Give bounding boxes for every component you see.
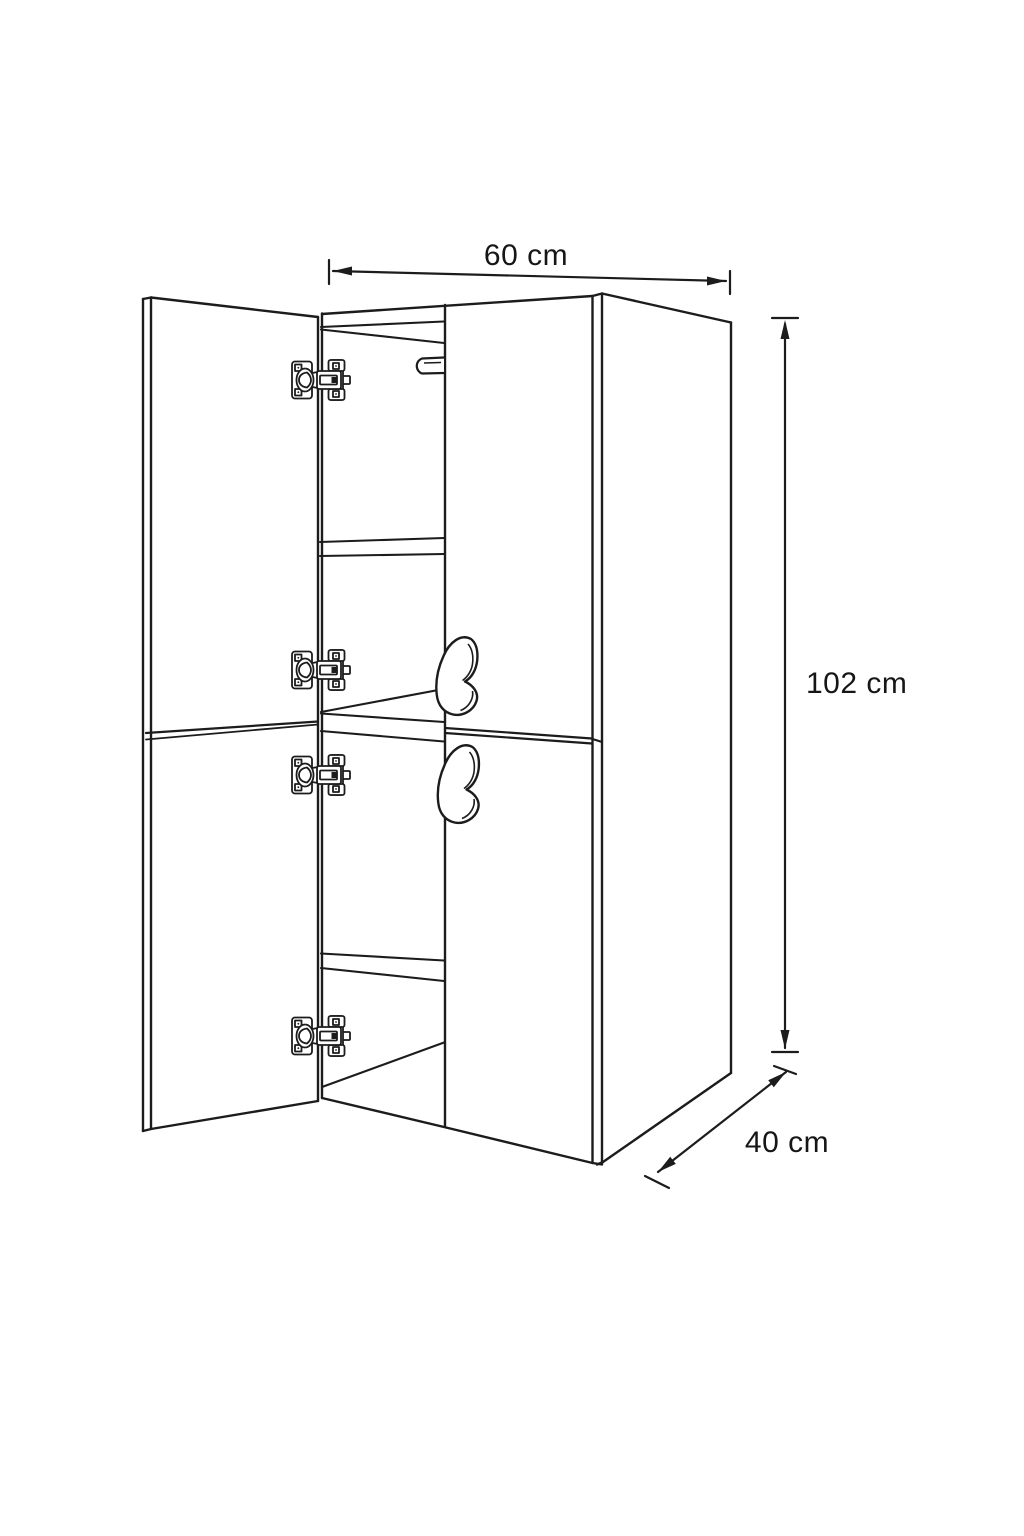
height-dimension xyxy=(770,316,800,1054)
top-panel-inner-edge xyxy=(319,320,446,329)
cabinet-body xyxy=(320,292,733,1166)
arrow-up-right-icon xyxy=(768,1072,786,1088)
depth-dimension xyxy=(643,1064,798,1190)
middle-divider-top-face xyxy=(319,688,443,714)
left-door-divider-top xyxy=(144,720,320,735)
middle-divider-front-top xyxy=(319,712,446,724)
top-panel-front-edge xyxy=(319,328,446,345)
bottom-panel-inner-edge xyxy=(320,1041,446,1089)
upper-shelf-top-edge xyxy=(318,536,446,544)
lower-shelf-top-edge xyxy=(319,952,446,962)
arrow-down-left-icon xyxy=(658,1156,676,1172)
middle-divider-front-bottom xyxy=(319,729,446,743)
arrow-left-icon xyxy=(333,266,352,276)
right-doors-gap xyxy=(443,726,604,745)
arrow-down-icon xyxy=(780,1030,790,1049)
left-door-bottom-edge xyxy=(141,1099,320,1133)
cabinet-interior xyxy=(318,303,447,1129)
arrow-right-icon xyxy=(707,276,726,286)
depth-dimension-label: 40 cm xyxy=(745,1126,829,1159)
cabinet-top-edge xyxy=(320,292,733,324)
cabinet-bottom-front-edge xyxy=(320,1096,604,1166)
height-dimension-label: 102 cm xyxy=(806,667,907,700)
wing-handle-icon xyxy=(435,636,479,717)
open-left-door xyxy=(141,296,320,1133)
cabinet-side-bottom-edge xyxy=(595,1071,733,1166)
lower-shelf-bottom-edge xyxy=(319,966,446,983)
upper-shelf-bottom-edge xyxy=(318,552,446,558)
arrow-up-icon xyxy=(780,320,790,339)
left-door-top-edge xyxy=(149,296,320,319)
width-dimension xyxy=(327,258,732,296)
door-rail-handle-icon xyxy=(415,356,445,375)
left-door-divider-bottom xyxy=(145,723,319,741)
width-dimension-label: 60 cm xyxy=(484,239,568,272)
